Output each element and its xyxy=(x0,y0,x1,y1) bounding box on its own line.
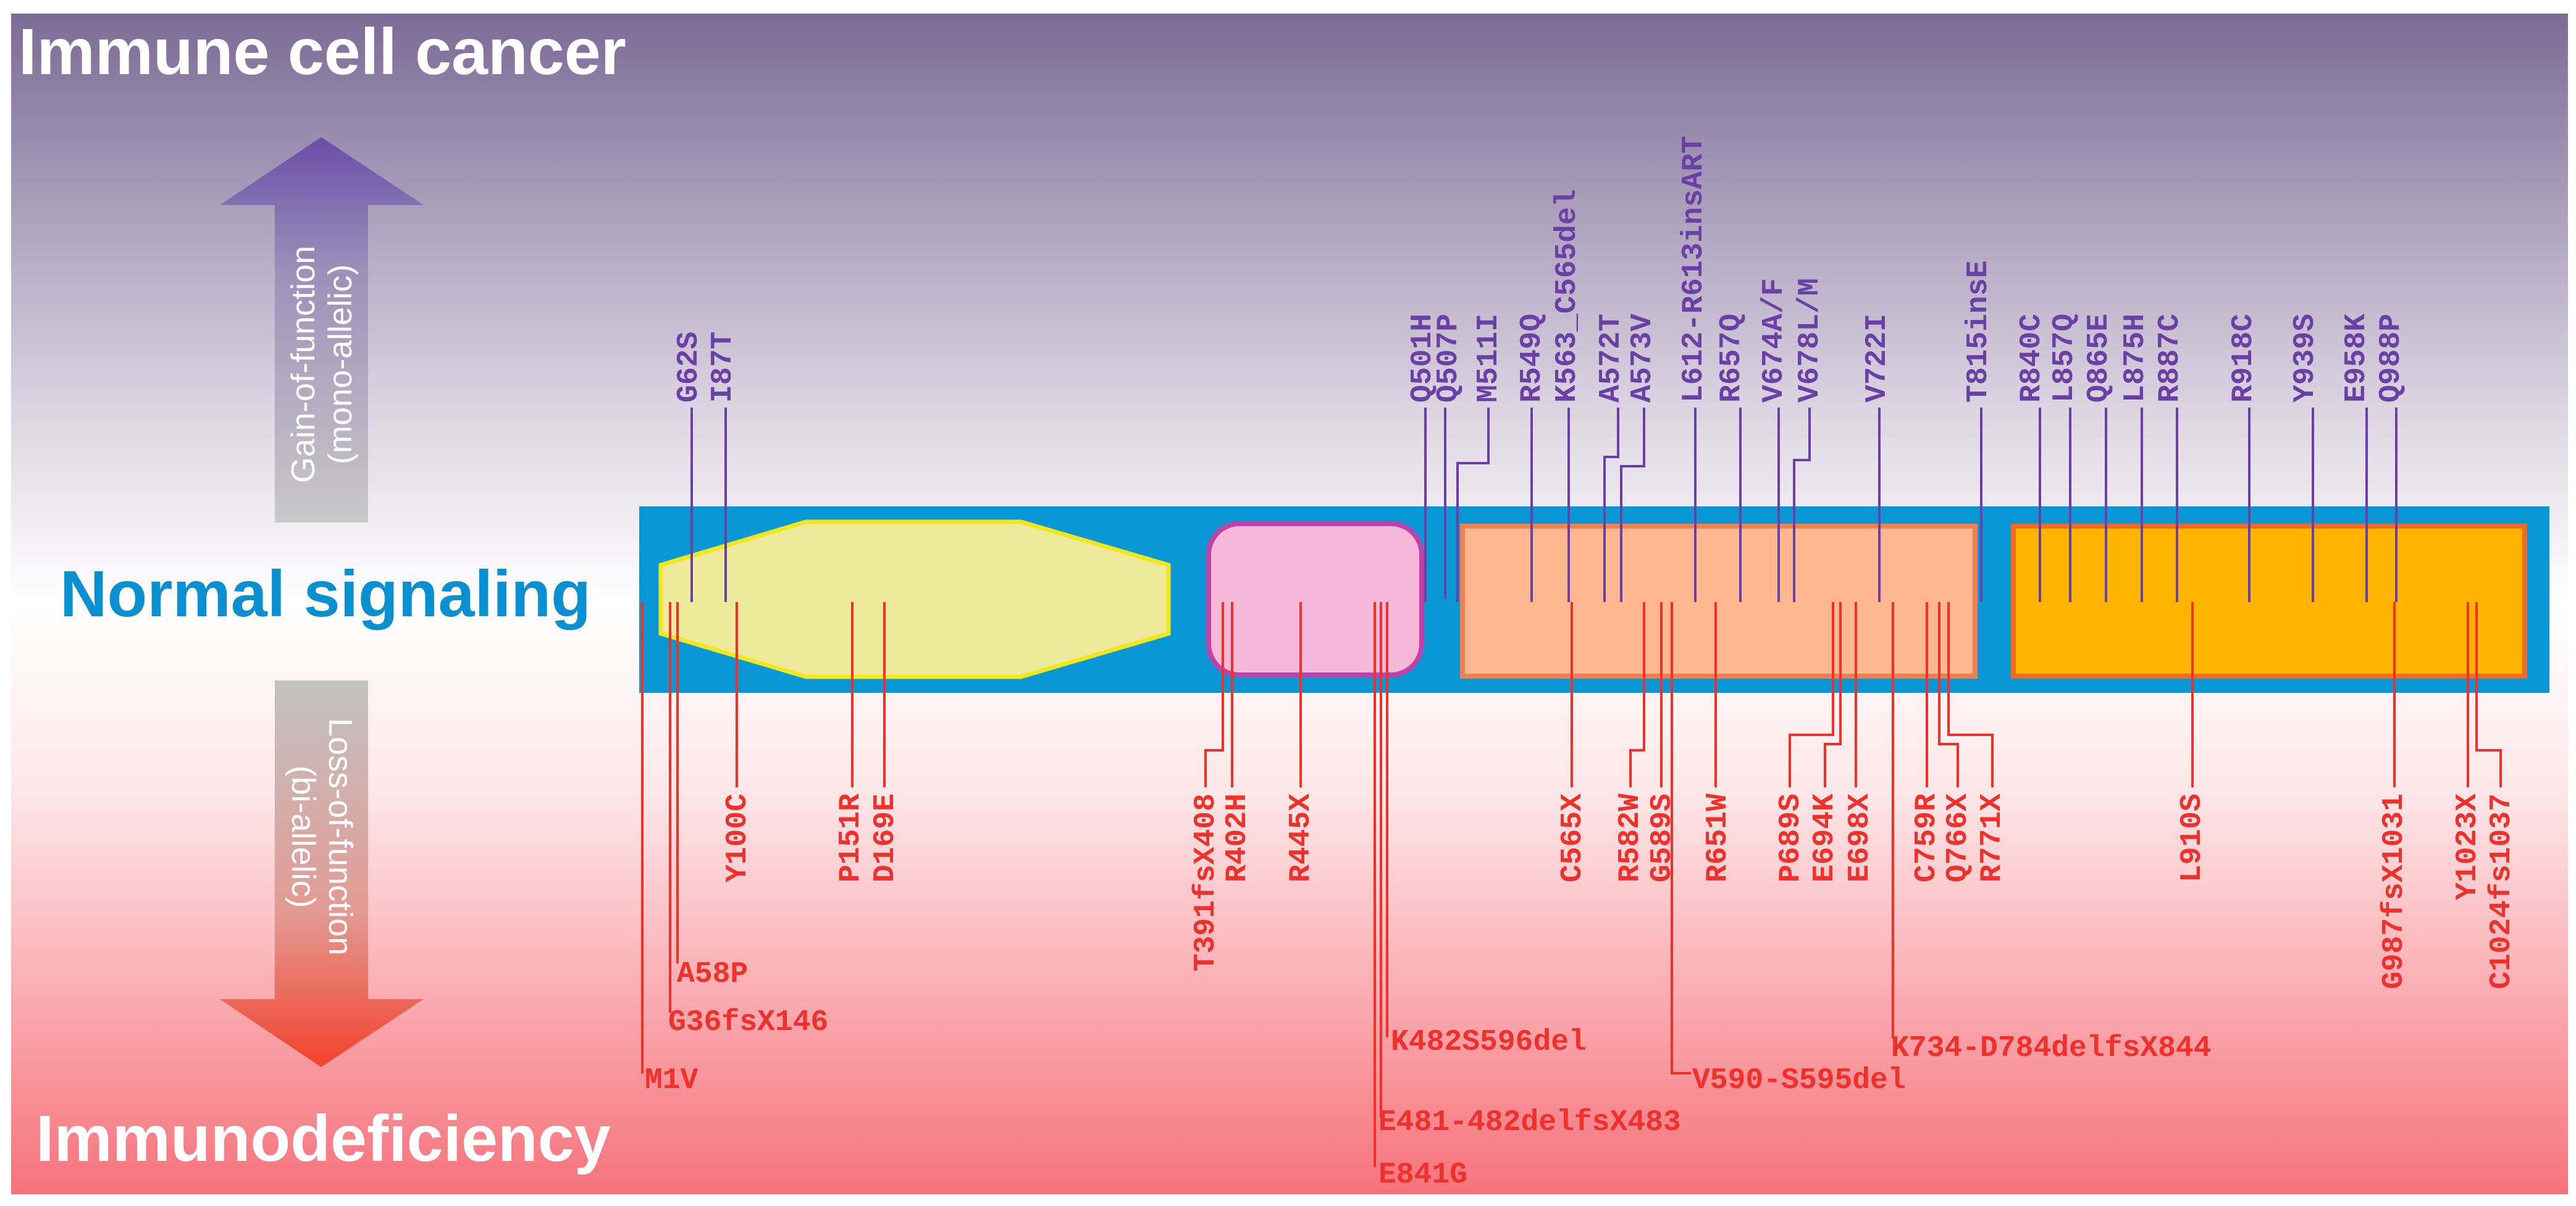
loss-mutation-label: Y1023X xyxy=(2451,794,2485,900)
loss-mutation-label: Q766X xyxy=(1942,794,1975,882)
gain-mutation-label: R840C xyxy=(2015,314,2049,403)
gain-mutation-label: L857Q xyxy=(2048,314,2081,403)
loss-mutation-label: G987fsX1031 xyxy=(2378,794,2411,989)
gain-mutation-label: V722I xyxy=(1861,314,1894,403)
domain-4 xyxy=(2011,524,2527,679)
domain-2 xyxy=(1206,521,1424,677)
gain-mutation-label: Q507P xyxy=(1432,314,1466,403)
gain-mutation-label: M511I xyxy=(1472,314,1506,403)
gain-line-a572t xyxy=(1603,408,1619,602)
gain-mutation-label: L875H xyxy=(2119,314,2152,403)
loss-mutation-label: E698X xyxy=(1844,794,1877,882)
heading-immunodeficiency: Immunodeficiency xyxy=(36,1102,611,1175)
loss-line-v590-s595del xyxy=(1671,602,1691,1074)
loss-line-q766x xyxy=(1938,602,1959,787)
loss-of-function-label: Loss-of-function xyxy=(322,718,359,955)
loss-mutation-lines xyxy=(641,602,2502,1167)
gain-mutation-label: G62S xyxy=(673,332,706,403)
loss-mutation-label: D169E xyxy=(869,794,902,882)
gain-line-v678l-m xyxy=(1793,408,1811,602)
loss-mutation-label: G36fsX146 xyxy=(668,1006,828,1039)
gain-mutation-label: V678L/M xyxy=(1794,278,1827,403)
loss-mutation-label: E481-482delfsX483 xyxy=(1378,1106,1681,1139)
loss-line-t391fsx408 xyxy=(1204,602,1224,787)
loss-mutation-label: T391fsX408 xyxy=(1189,794,1223,971)
loss-line-p689s xyxy=(1789,602,1834,787)
loss-mutation-label: Y100C xyxy=(721,794,755,882)
gain-mutation-label: R657Q xyxy=(1715,314,1748,403)
gain-mutation-label: Q988P xyxy=(2375,314,2408,403)
gain-mutation-lines xyxy=(690,408,2398,602)
loss-mutation-label: R651W xyxy=(1701,794,1735,882)
gain-mutation-label: A573V xyxy=(1626,314,1659,403)
down-arrow-icon xyxy=(220,680,424,1067)
mono-allelic-label: (mono-allelic) xyxy=(322,264,359,464)
loss-mutation-label: L910S xyxy=(2176,794,2209,882)
gain-mutation-label: Q501H xyxy=(1406,314,1440,403)
loss-mutation-label: E841G xyxy=(1378,1158,1467,1192)
heading-immune-cell-cancer: Immune cell cancer xyxy=(19,15,626,88)
loss-line-e694k xyxy=(1824,602,1842,787)
loss-mutation-label: R402H xyxy=(1221,794,1254,882)
loss-mutation-label: C1024fs1037 xyxy=(2485,794,2519,989)
loss-mutation-label: K482S596del xyxy=(1391,1026,1587,1059)
gain-mutation-label: A572T xyxy=(1595,314,1628,403)
gain-mutation-label: Q865E xyxy=(2083,314,2116,403)
loss-mutation-label: G589S xyxy=(1646,794,1679,882)
domain-3 xyxy=(1460,524,1978,679)
loss-mutation-label: C565X xyxy=(1556,794,1590,882)
loss-mutation-label: M1V xyxy=(645,1064,699,1097)
gain-line-m511i xyxy=(1456,408,1490,602)
loss-mutation-label: R445X xyxy=(1285,794,1318,882)
loss-mutation-label: A58P xyxy=(677,958,748,991)
gain-mutation-label: R887C xyxy=(2154,314,2187,403)
bi-allelic-label: (bi-allelic) xyxy=(285,765,322,908)
loss-mutation-label: V590-S595del xyxy=(1692,1064,1906,1097)
gain-of-function-arrow: Gain-of-function (mono-allelic) xyxy=(220,137,424,522)
domain-1 xyxy=(658,519,1171,679)
up-arrow-icon xyxy=(220,137,424,522)
loss-line-r582w xyxy=(1629,602,1645,787)
gain-mutation-label: R918C xyxy=(2227,314,2260,403)
gain-mutation-label: V674A/F xyxy=(1758,278,1791,403)
loss-mutation-label: P151R xyxy=(834,794,868,882)
gain-mutation-label: Y939S xyxy=(2289,314,2322,403)
loss-mutation-label: E694K xyxy=(1808,794,1842,882)
loss-of-function-arrow: Loss-of-function (bi-allelic) xyxy=(220,680,424,1067)
gain-mutation-label: E958K xyxy=(2340,314,2373,403)
gain-mutation-label: K563_C565del xyxy=(1551,189,1584,403)
loss-mutation-label: R771X xyxy=(1976,794,2009,882)
gain-mutation-label: T815insE xyxy=(1962,261,1995,403)
gain-mutation-label: R549Q xyxy=(1516,314,1549,403)
loss-line-r771x xyxy=(1947,602,1994,787)
gain-line-a573v xyxy=(1620,408,1645,602)
gain-mutation-label: I87T xyxy=(707,332,740,403)
heading-normal-signaling: Normal signaling xyxy=(60,558,591,630)
loss-line-c1024fs1037 xyxy=(2475,602,2502,787)
gain-of-function-label: Gain-of-function xyxy=(285,246,322,483)
gain-mutation-label: L612-R613insART xyxy=(1677,136,1711,403)
loss-mutation-label: P689S xyxy=(1774,794,1808,882)
loss-mutation-label: C759R xyxy=(1910,794,1944,882)
loss-mutation-label: R582W xyxy=(1614,794,1647,882)
loss-mutation-label: K734-D784delfsX844 xyxy=(1891,1032,2211,1065)
